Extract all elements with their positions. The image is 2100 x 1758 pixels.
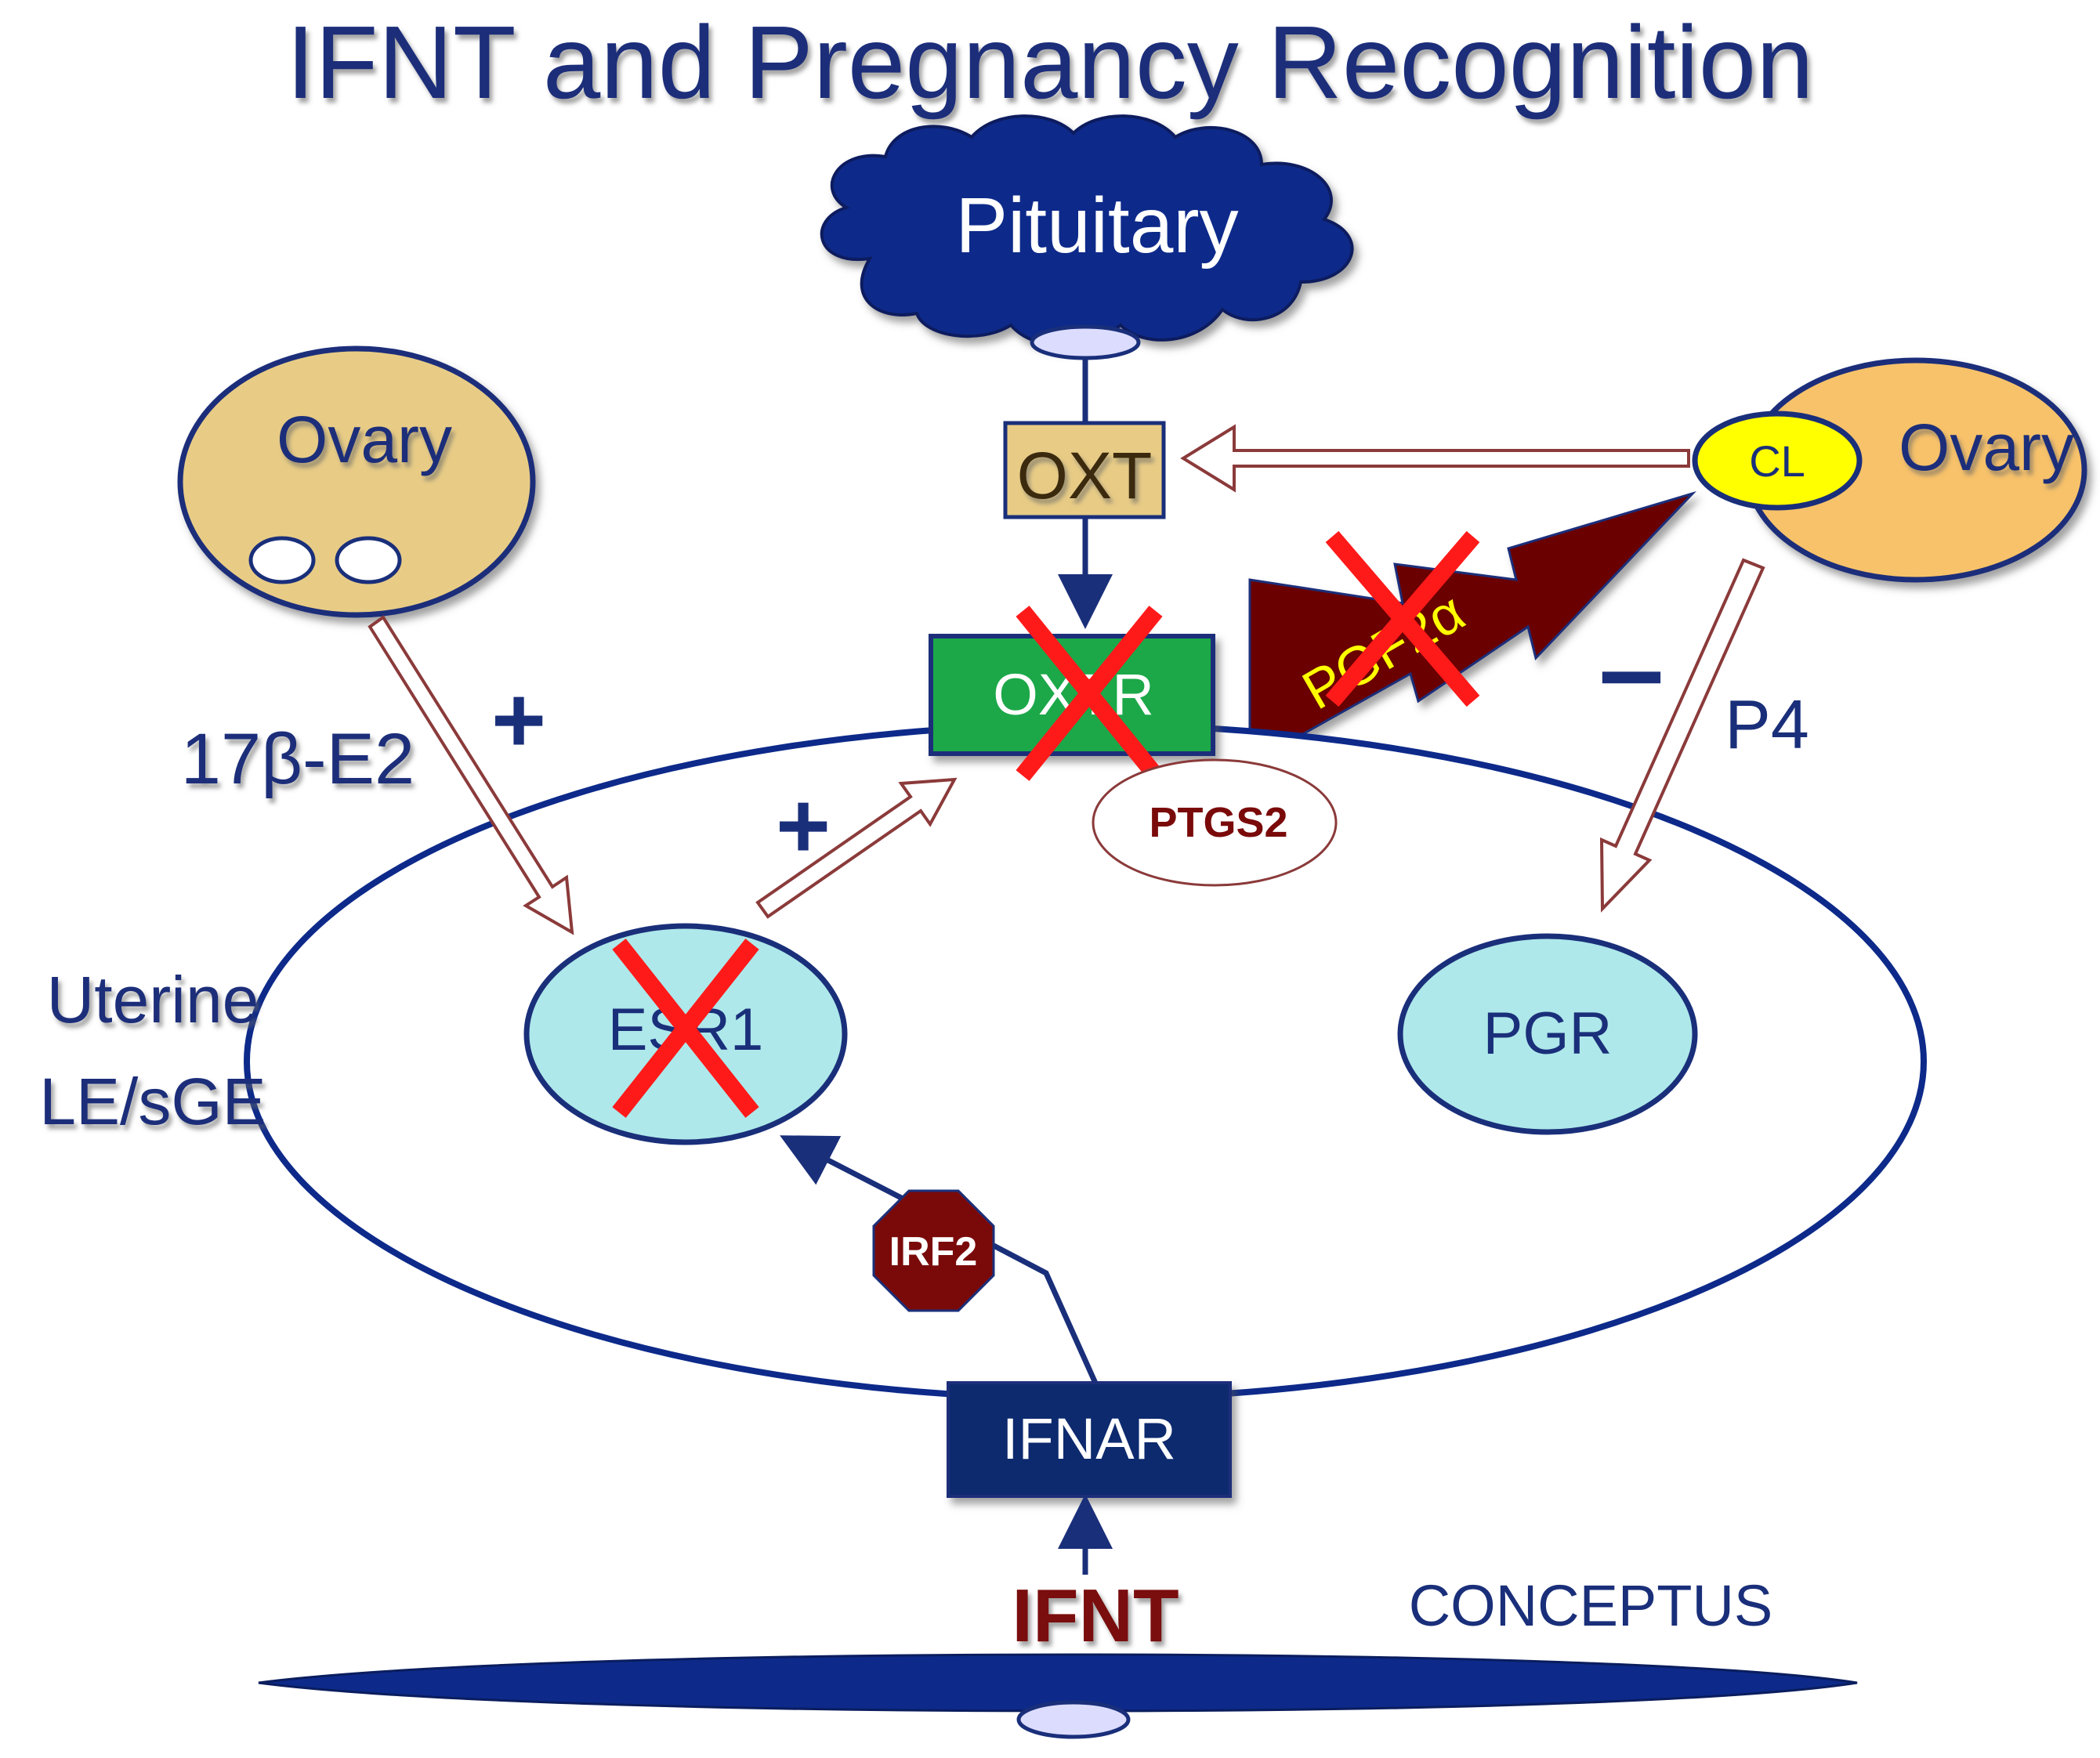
uterine-label-line1: Uterine	[47, 963, 259, 1036]
conceptus-shape	[258, 1653, 1858, 1713]
oxtr-box	[929, 634, 1215, 756]
pgr-ellipse	[1397, 933, 1698, 1135]
irf2-label: IRF2	[889, 1229, 978, 1275]
ifnar-label: IFNAR	[1002, 1406, 1176, 1471]
conceptus-center	[1016, 1700, 1131, 1739]
cl-label: CL	[1749, 436, 1805, 486]
ifnar-to-esr1-path	[780, 1135, 1100, 1388]
oxtr-blocked-x	[1016, 606, 1163, 781]
e2-to-esr1-arrow	[368, 615, 574, 935]
ifnar-box	[947, 1381, 1232, 1498]
plus-esr1: +	[776, 773, 831, 878]
p4-label: P4	[1725, 685, 1809, 763]
oxt-label: OXT	[1017, 439, 1153, 512]
corpus-luteum	[1692, 411, 1863, 511]
pituitary-cloud	[820, 114, 1354, 348]
estradiol-label: 17β-E2	[181, 719, 415, 799]
ifnt-label: IFNT	[1012, 1574, 1179, 1658]
page-title: IFNT and Pregnancy Recognition	[286, 5, 1813, 120]
ptgs2-label: PTGS2	[1149, 799, 1287, 846]
plus-estradiol: +	[491, 667, 546, 772]
ptgs2-ellipse	[1092, 758, 1338, 887]
right-ovary-label: Ovary	[1899, 411, 2074, 484]
left-ovary-follicle-1	[248, 536, 316, 584]
left-ovary-follicle-2	[335, 536, 402, 584]
cl-to-oxt-arrow	[1180, 424, 1690, 493]
conceptus-label: CONCEPTUS	[1409, 1573, 1773, 1638]
minus-p4: –	[1599, 602, 1664, 734]
pituitary-receptor	[1030, 324, 1141, 360]
pgf-blocked-x	[1325, 530, 1480, 707]
uterine-label-line2: LE/sGE	[39, 1065, 266, 1138]
pituitary-label: Pituitary	[955, 182, 1238, 269]
esr1-to-oxtr-arrow	[755, 777, 958, 919]
oxt-box	[1003, 421, 1166, 519]
left-ovary-label: Ovary	[277, 403, 452, 476]
pgr-label: PGR	[1483, 1000, 1613, 1067]
pgf-bolt	[1248, 490, 1696, 766]
p4-to-pgr-arrow	[1599, 558, 1765, 913]
irf2-octagon	[872, 1189, 995, 1312]
esr1-blocked-x	[612, 939, 759, 1118]
